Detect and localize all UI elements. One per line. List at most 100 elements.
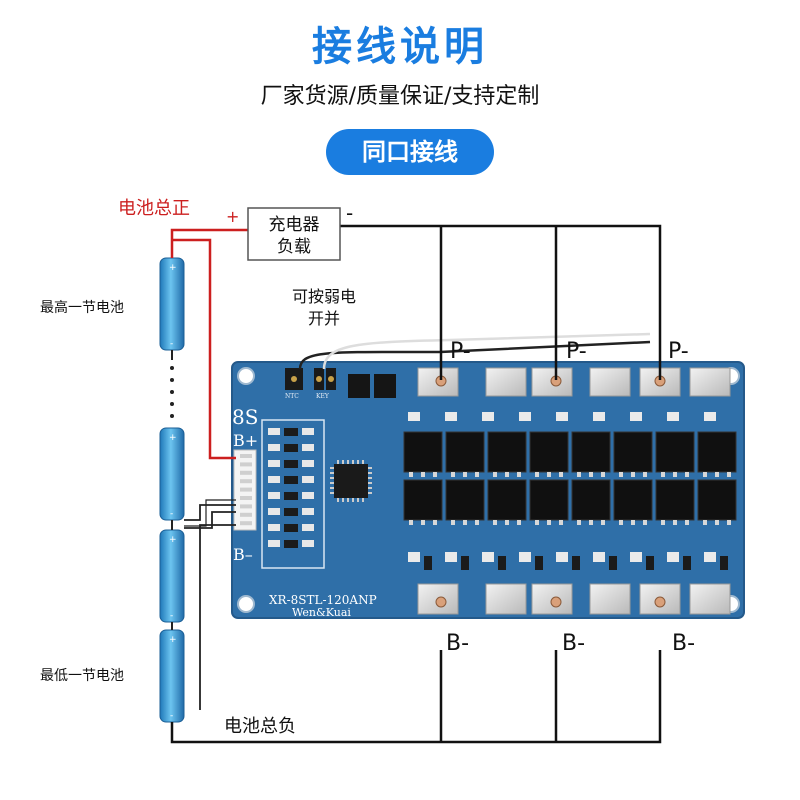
- header-solder: [316, 376, 322, 382]
- smd-part: [519, 412, 531, 421]
- svg-text:+: +: [169, 635, 177, 645]
- switch-wire-white: [322, 332, 651, 370]
- mosfet-leg: [589, 520, 593, 525]
- smd-transistor: [284, 508, 298, 516]
- smd-part: [704, 552, 716, 562]
- smd-diode: [424, 556, 432, 570]
- smd-resistor: [268, 460, 280, 467]
- smd-part: [482, 412, 494, 421]
- b-minus-sense-wire: [199, 524, 236, 710]
- page-subtitle: 厂家货源/质量保证/支持定制: [260, 84, 540, 109]
- svg-text:-: -: [170, 611, 173, 621]
- smd-resistor: [302, 460, 314, 467]
- connector-pin: [240, 470, 252, 475]
- smd-transistor: [284, 540, 298, 548]
- mosfet-leg: [535, 472, 539, 477]
- smd-resistor: [302, 476, 314, 483]
- ic-pin: [368, 482, 372, 484]
- smd-part: [667, 412, 679, 421]
- ic-pin: [362, 498, 364, 502]
- balance-connector-pins: [240, 454, 252, 526]
- smd-diode: [646, 556, 654, 570]
- mosfet-leg: [661, 472, 665, 477]
- mosfet-leg: [643, 520, 647, 525]
- mosfet-leg: [535, 520, 539, 525]
- smd-part: [408, 552, 420, 562]
- mosfet-leg: [505, 472, 509, 477]
- mosfet: [487, 479, 527, 521]
- mosfet-leg: [619, 472, 623, 477]
- ic-pin: [362, 460, 364, 464]
- mosfet: [613, 431, 653, 473]
- mosfet-leg: [409, 472, 413, 477]
- smd-resistor: [302, 540, 314, 547]
- ic-pin: [342, 460, 344, 464]
- mosfet-leg: [517, 472, 521, 477]
- mosfet-leg: [493, 472, 497, 477]
- smd-part: [519, 552, 531, 562]
- svg-text:-: -: [170, 509, 173, 519]
- smd-part: [593, 412, 605, 421]
- smd-transistor: [284, 524, 298, 532]
- weak-switch-label-line2: 开并: [308, 309, 340, 328]
- b-minus-label: B-: [446, 631, 469, 656]
- smd-resistor-rows: [408, 412, 728, 570]
- ic-pin: [330, 472, 334, 474]
- smd-resistor: [302, 524, 314, 531]
- minus-sign: -: [346, 201, 353, 225]
- highest-cell-label: 最高一节电池: [40, 299, 124, 316]
- connector-pin: [240, 479, 252, 484]
- connector-pin: [240, 454, 252, 458]
- ic-pin: [368, 472, 372, 474]
- mosfet: [529, 431, 569, 473]
- solder-pad-top: [485, 367, 527, 397]
- smd-mosfet: [348, 374, 370, 398]
- smd-part: [445, 552, 457, 562]
- mosfet: [655, 479, 695, 521]
- mosfet-leg: [505, 520, 509, 525]
- smd-diode: [683, 556, 691, 570]
- battery-total-positive-label: 电池总正: [118, 198, 190, 219]
- ic-pin: [357, 498, 359, 502]
- mosfet-leg: [463, 520, 467, 525]
- b-minus-label: B-: [672, 631, 695, 656]
- p-minus-label: P-: [668, 339, 689, 364]
- mosfet: [655, 431, 695, 473]
- mosfet-leg: [703, 520, 707, 525]
- mosfet-leg: [475, 520, 479, 525]
- series-ellipsis: [170, 366, 174, 418]
- smd-resistor: [302, 508, 314, 515]
- svg-text:-: -: [170, 339, 173, 349]
- mosfet-leg: [685, 472, 689, 477]
- mosfet-leg: [619, 520, 623, 525]
- mosfet-leg: [703, 472, 707, 477]
- smd-part: [445, 412, 457, 421]
- smd-resistor: [268, 428, 280, 435]
- silkscreen-box: [261, 419, 325, 569]
- smd-part: [630, 552, 642, 562]
- model-label: XR-8STL-120ANP: [269, 593, 377, 607]
- smd-diode: [461, 556, 469, 570]
- balance-wire: [184, 504, 236, 521]
- smd-resistor: [268, 476, 280, 483]
- b-minus-pad-row: [417, 583, 731, 615]
- wire-solder-point: [435, 596, 447, 608]
- svg-text:+: +: [169, 433, 177, 443]
- mosfet-leg: [673, 472, 677, 477]
- smd-diode: [572, 556, 580, 570]
- ic-pin: [368, 467, 372, 469]
- smd-mosfet: [374, 374, 396, 398]
- ic-pin: [342, 498, 344, 502]
- bms-board: NTC KEY 8S B+ B– XR-8STL-120ANP Wen&Kuai: [231, 332, 745, 619]
- mosfet-leg: [463, 472, 467, 477]
- smd-diode: [609, 556, 617, 570]
- smd-component-column: [268, 428, 314, 548]
- b-minus-board-label: B–: [233, 545, 253, 564]
- smd-part: [482, 552, 494, 562]
- smd-resistor: [268, 508, 280, 515]
- mosfet: [571, 431, 611, 473]
- smd-part: [593, 552, 605, 562]
- mosfet-leg: [577, 472, 581, 477]
- b-minus-label: B-: [562, 631, 585, 656]
- mosfet-leg: [601, 472, 605, 477]
